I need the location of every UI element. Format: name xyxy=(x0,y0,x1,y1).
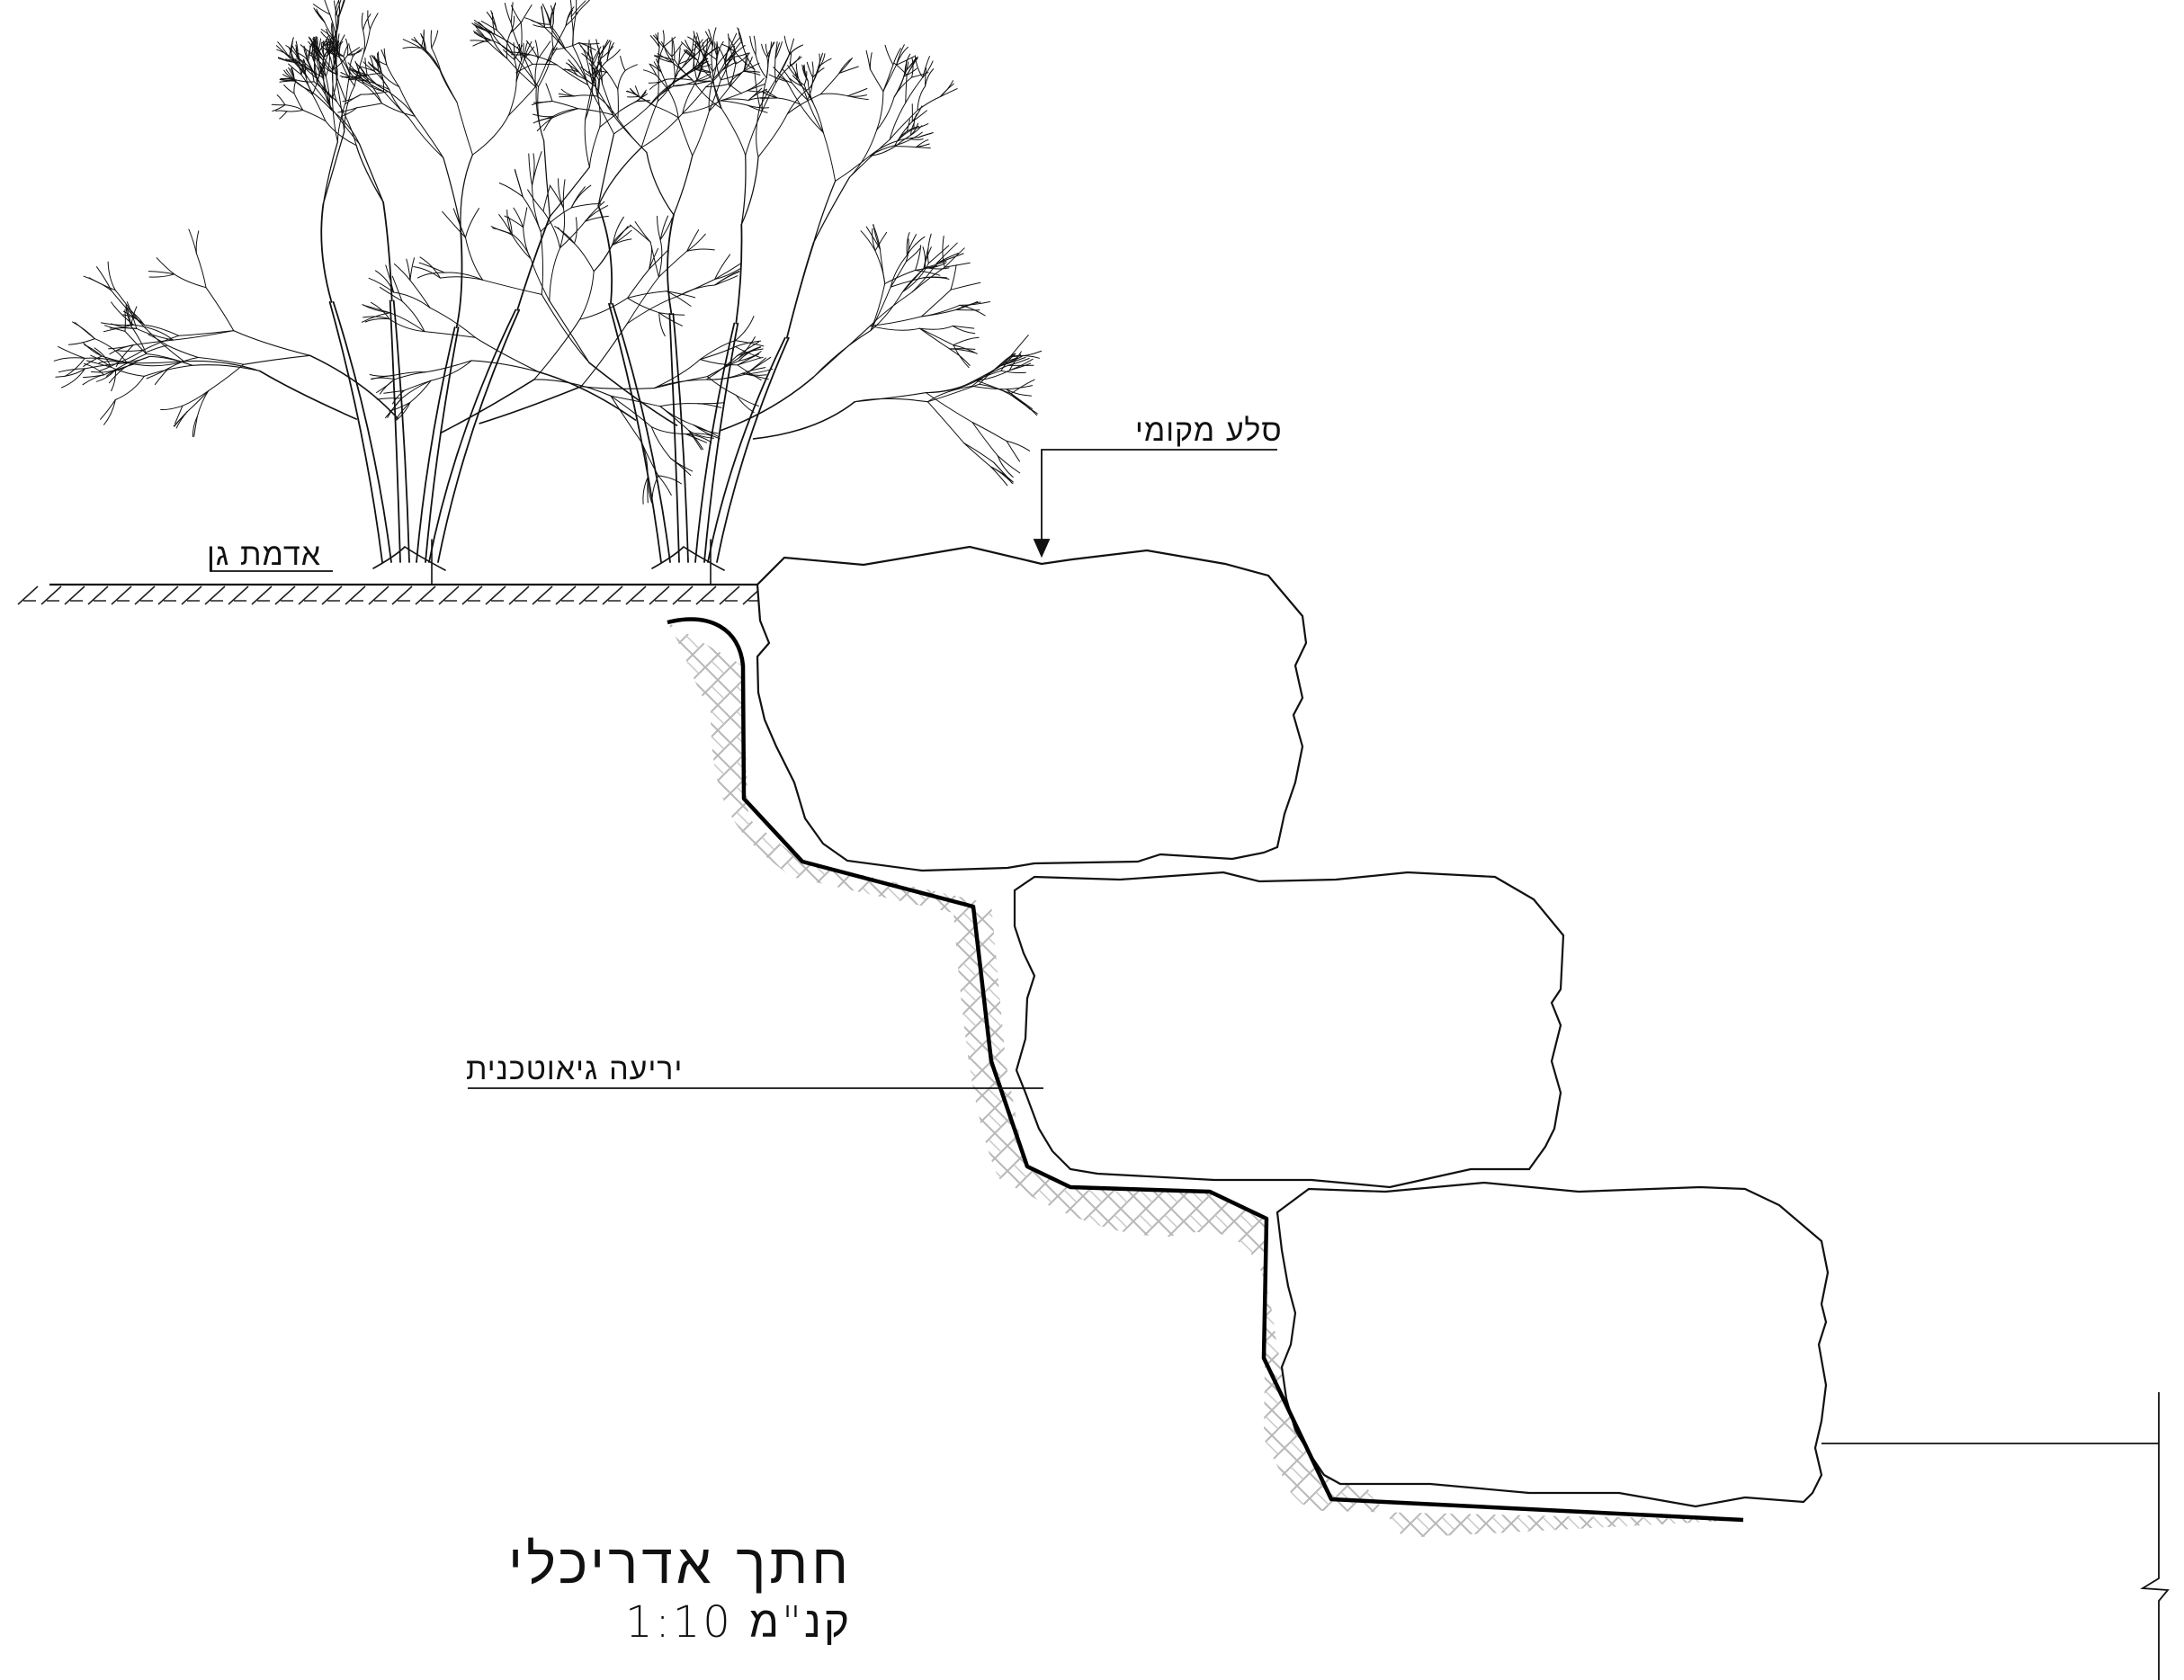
drawing-title: חתך אדריכלי xyxy=(508,1531,853,1596)
garden-soil-label: אדמת גן xyxy=(207,537,322,573)
local-rock-leader xyxy=(1041,449,1277,550)
drawing-scale: קנ"מ 1:10 xyxy=(625,1597,853,1648)
geotextile-membrane xyxy=(667,617,1744,1523)
geotextile-label: יריעה גיאוטכנית xyxy=(466,1051,684,1087)
leader-lines xyxy=(210,449,2170,1680)
rock-middle xyxy=(1013,871,1565,1189)
ground-hatch xyxy=(17,585,764,605)
section-break-line xyxy=(2140,1392,2170,1680)
local-rock-arrowhead xyxy=(1033,539,1051,559)
trees xyxy=(53,0,1043,585)
rock-bottom xyxy=(1275,1181,1830,1508)
local-rock-label: סלע מקומי xyxy=(1135,413,1283,449)
rock-top xyxy=(756,545,1308,872)
rocks xyxy=(756,545,1830,1508)
